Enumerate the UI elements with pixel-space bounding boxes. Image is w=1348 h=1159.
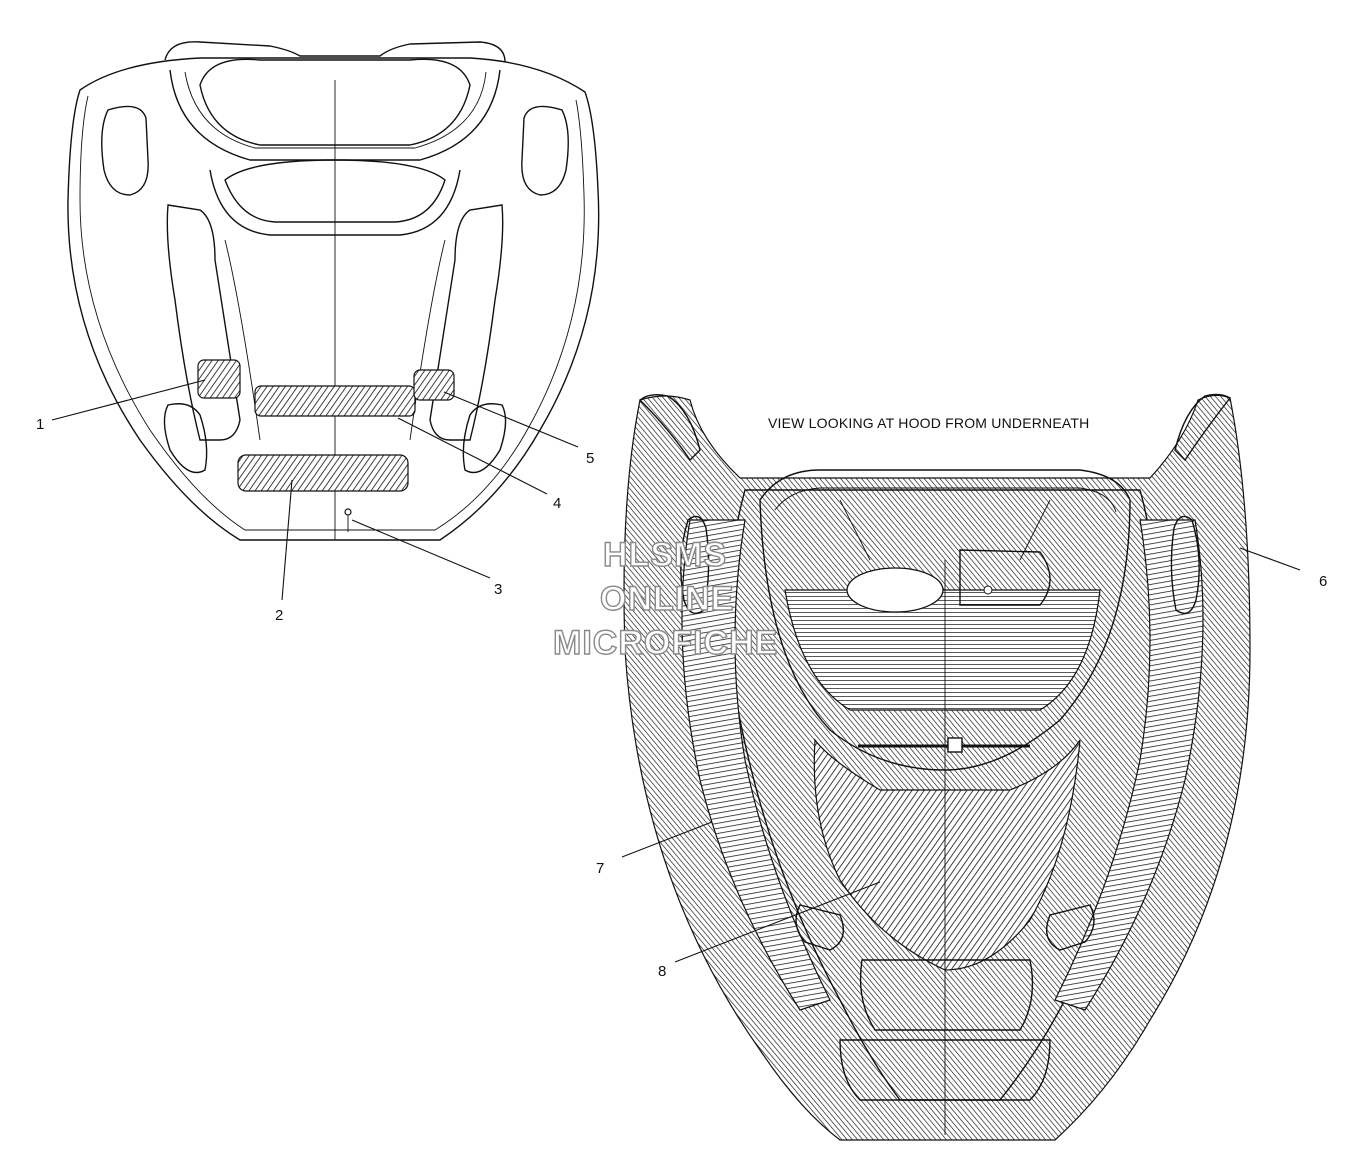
callout-2: 2 — [275, 607, 283, 624]
watermark-line-2: ONLINE — [600, 580, 734, 618]
hood-underside-view — [623, 393, 1251, 1141]
watermark: HLSMS ONLINE MICROFICHE — [552, 535, 778, 662]
decal-part-2 — [237, 454, 409, 492]
view-caption: VIEW LOOKING AT HOOD FROM UNDERNEATH — [768, 415, 1089, 431]
watermark-line-3: MICROFICHE — [553, 624, 778, 662]
decal-part-5 — [413, 369, 455, 401]
callout-1: 1 — [36, 416, 44, 433]
callout-6: 6 — [1319, 573, 1327, 590]
fastener-part-3 — [344, 508, 352, 516]
watermark-line-1: HLSMS — [603, 536, 727, 574]
decal-part-1 — [197, 359, 241, 399]
callout-4: 4 — [553, 495, 561, 512]
panel-part-8 — [813, 738, 1081, 971]
callout-7: 7 — [596, 860, 604, 877]
decal-part-4 — [254, 385, 416, 417]
callout-5: 5 — [586, 450, 594, 467]
callout-8: 8 — [658, 963, 666, 980]
callout-labels: 1 2 3 4 5 6 7 8 — [36, 416, 1327, 980]
hood-top-view — [67, 41, 600, 541]
panel-part-7 — [681, 519, 831, 1011]
callout-3: 3 — [494, 581, 502, 598]
leader-lines — [51, 379, 1301, 963]
